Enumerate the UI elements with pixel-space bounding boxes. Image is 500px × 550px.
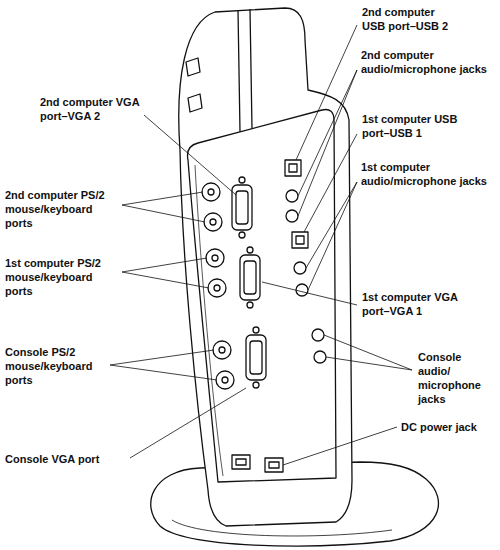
vga-ports: [232, 177, 266, 388]
callout-label: DC power jack: [401, 420, 496, 434]
callout-label: 2nd computer USB port–USB 2: [362, 5, 460, 33]
housing-shell: [179, 8, 352, 526]
callout-label: 1st computer PS/2 mouse/keyboard ports: [5, 256, 117, 298]
port-panel: [187, 109, 336, 482]
callout-label: Console audio/ microphone jacks: [418, 350, 493, 406]
callout-label: 1st computer audio/microphone jacks: [361, 160, 496, 188]
bottom-jacks: [232, 455, 283, 472]
ps2-ports: [202, 183, 234, 389]
callout-label: 1st computer USB port–USB 1: [362, 112, 460, 140]
leader-lines: [110, 25, 412, 465]
callout-label: 1st computer VGA port–VGA 1: [362, 290, 462, 318]
callout-label: 2nd computer audio/microphone jacks: [361, 48, 496, 76]
housing-groove: [238, 9, 252, 132]
panel-inner-rim: [195, 165, 223, 476]
callout-label: 2nd computer PS/2 mouse/keyboard ports: [5, 188, 117, 230]
callout-label: 2nd computer VGA port–VGA 2: [40, 95, 140, 123]
callout-label: Console VGA port: [5, 452, 125, 466]
callout-label: Console PS/2 mouse/keyboard ports: [5, 345, 105, 387]
audio-jacks: [286, 190, 326, 363]
housing-clip: [186, 58, 202, 112]
usb-ports: [285, 160, 308, 248]
